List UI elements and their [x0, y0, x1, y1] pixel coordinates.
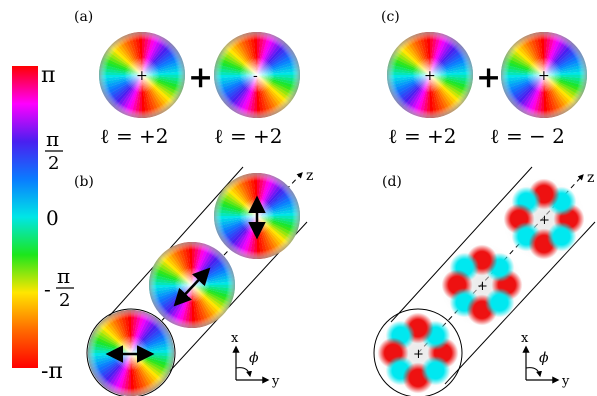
colorbar-strip [12, 66, 38, 368]
colorbar-tick-zero: 0 [46, 206, 59, 230]
colorbar-tick-neg-pi-half-den: 2 [59, 290, 70, 311]
coord-axes-b: x y ϕ [231, 331, 280, 389]
vortex-a-left [99, 32, 185, 118]
interference-d-middle-center: + [477, 279, 488, 294]
vortex-rim [99, 32, 185, 118]
coord-b-y-label: y [271, 374, 280, 389]
panel-c: (c) + + + ℓ = +2 ℓ = − 2 [381, 9, 587, 148]
z-axis-d-label: z [587, 170, 594, 186]
panel-c-right-charge: ℓ = − 2 [490, 124, 565, 148]
panel-c-left-charge: ℓ = +2 [388, 124, 457, 148]
colorbar-tick-pi-half-den: 2 [48, 153, 59, 174]
interference-d-back-center: + [539, 213, 550, 228]
polarization-arrow-b-middle [173, 267, 211, 307]
vortex-c-right [501, 32, 587, 118]
colorbar-tick-neg-pi-half: - π 2 [44, 264, 74, 311]
panel-a: (a) + + - ℓ = +2 ℓ = +2 [74, 9, 300, 148]
lobe-cyan [546, 221, 577, 252]
colorbar: π π 2 0 - π 2 -π [12, 63, 74, 384]
vortex-b-middle [149, 242, 235, 329]
coord-b-phi-label: ϕ [249, 350, 259, 366]
coord-d-x-label: x [521, 331, 529, 346]
cylinder-b-top-edge [103, 166, 244, 323]
vortex-rim [387, 32, 473, 118]
panel-a-plus-operator: + [188, 60, 213, 95]
lobe-cyan [484, 287, 515, 318]
vortex-a-right-sign: - [253, 68, 258, 84]
panel-b: (b) z x y ϕ [74, 166, 313, 396]
panel-b-label: (b) [74, 174, 94, 190]
panel-a-label: (a) [74, 9, 93, 25]
cylinder-d-top-edge [390, 166, 533, 323]
vortex-c-right-sign: + [538, 68, 550, 84]
cylinder-b-front-rim [86, 308, 176, 396]
coord-d-phi-label: ϕ [539, 350, 549, 366]
panel-c-label: (c) [381, 9, 400, 25]
vortex-rim [149, 242, 235, 328]
interference-d-middle [439, 242, 525, 328]
coord-axes-d: x y ϕ [521, 331, 570, 389]
colorbar-tick-pi-half: π 2 [45, 127, 63, 174]
panel-d: (d) z + + + x y ϕ [373, 166, 596, 396]
colorbar-tick-neg-pi: -π [41, 359, 63, 384]
colorbar-tick-pi: π [41, 63, 55, 88]
vortex-a-left-sign: + [136, 68, 148, 84]
vortex-rim [501, 32, 587, 118]
coord-b-x-label: x [231, 331, 239, 346]
panel-a-left-charge: ℓ = +2 [100, 124, 169, 148]
interference-d-back [501, 176, 587, 262]
vortex-c-left-sign: + [424, 68, 436, 84]
z-axis-b-label: z [306, 168, 313, 184]
vortex-a-right [214, 31, 300, 118]
coord-d-y-label: y [561, 374, 570, 389]
lobe-cyan [420, 355, 451, 386]
panel-a-right-charge: ℓ = +2 [214, 124, 283, 148]
panel-d-label: (d) [382, 174, 402, 190]
panel-c-plus-operator: + [476, 60, 501, 95]
colorbar-tick-pi-half-num: π [46, 127, 59, 151]
interference-d-front-center: + [413, 347, 424, 362]
interference-d-front [375, 310, 461, 396]
colorbar-tick-neg-pi-half-num: π [57, 264, 70, 288]
cylinder-d-front-rim [373, 308, 463, 396]
vortex-rim [214, 32, 300, 118]
vortex-c-left [387, 31, 473, 118]
colorbar-tick-neg-sign: - [44, 277, 51, 301]
